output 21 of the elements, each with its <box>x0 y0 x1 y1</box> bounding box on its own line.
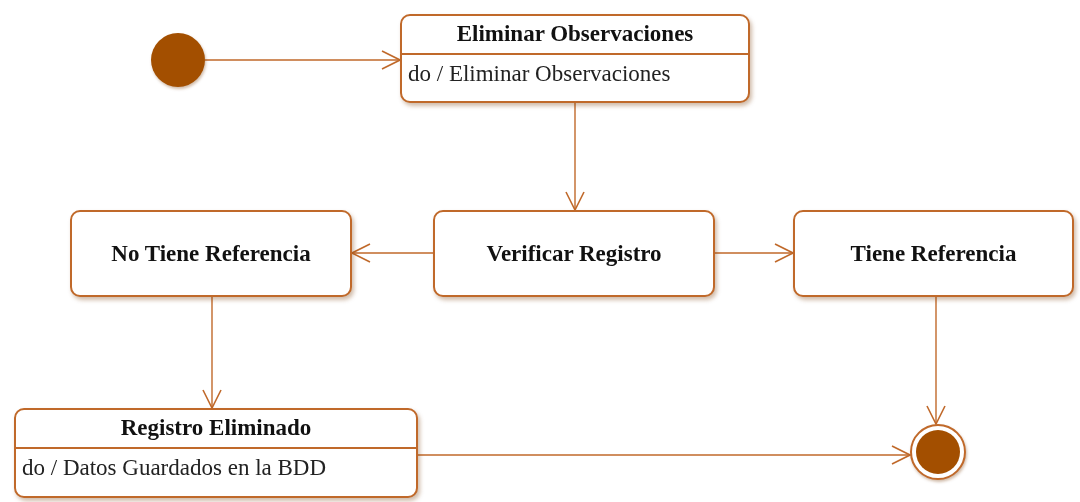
initial-state-circle <box>151 33 205 87</box>
state-name: Eliminar Observaciones <box>455 20 695 47</box>
state-box <box>14 408 418 498</box>
transition-arrow <box>714 243 794 263</box>
state-box <box>400 14 750 103</box>
state-box <box>433 210 715 297</box>
state-box <box>70 210 352 297</box>
state-activity: do / Datos Guardados en la BDD <box>21 454 328 481</box>
state-name: Registro Eliminado <box>119 414 313 441</box>
transition-arrow <box>202 296 222 409</box>
transition-arrow <box>565 102 585 211</box>
state-box <box>793 210 1074 297</box>
transition-arrow <box>417 445 911 465</box>
final-state-circle <box>910 424 966 480</box>
transition-arrow <box>204 50 401 70</box>
state-name: No Tiene Referencia <box>110 240 312 267</box>
transition-arrow <box>926 296 946 425</box>
state-name: Tiene Referencia <box>849 240 1018 267</box>
state-name: Verificar Registro <box>485 240 663 267</box>
transition-arrow <box>351 243 434 263</box>
state-activity: do / Eliminar Observaciones <box>407 60 672 87</box>
